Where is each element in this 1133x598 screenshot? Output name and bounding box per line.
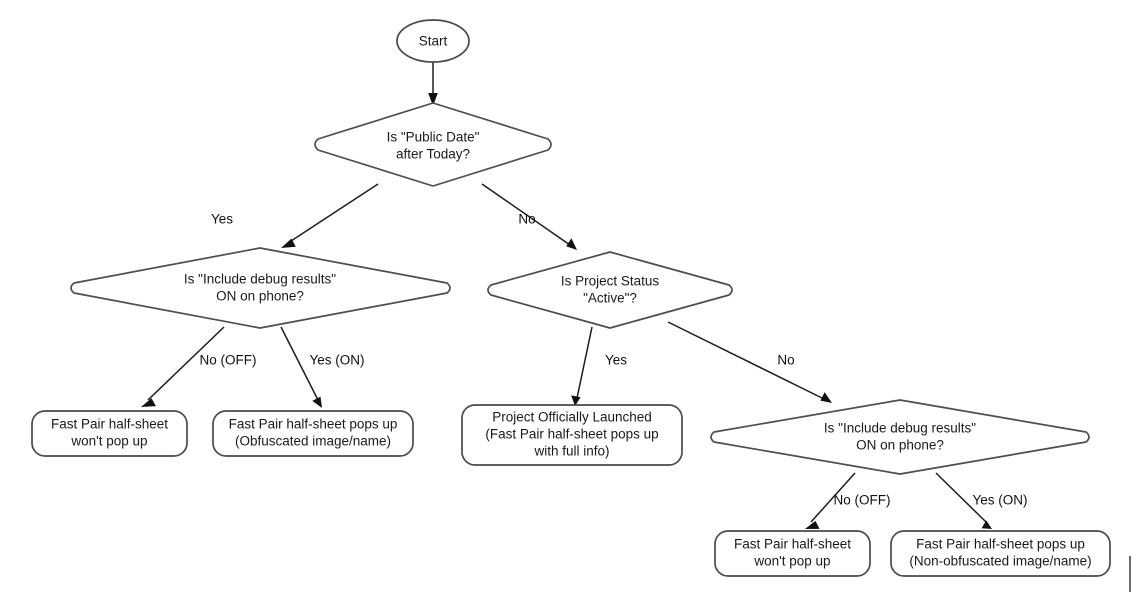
edge-label-no: No xyxy=(518,212,535,227)
edge-line xyxy=(280,326,319,401)
edges-layer: Yes No No (OFF) Yes (ON) xyxy=(141,62,1131,592)
node-terminal-launched[interactable]: Project Officially Launched (Fast Pair h… xyxy=(461,404,683,466)
arrowhead xyxy=(820,392,832,403)
terminal-left-yes-line2: (Obfuscated image/name) xyxy=(235,434,391,449)
arrowhead xyxy=(312,396,322,408)
edge-line xyxy=(667,321,825,400)
arrowhead xyxy=(428,93,438,106)
terminal-right-no-line1: Fast Pair half-sheet xyxy=(734,537,851,552)
decision-debug-left-line1: Is "Include debug results" xyxy=(184,272,336,287)
edge-label-yes-2: Yes xyxy=(605,353,627,368)
arrowhead xyxy=(281,238,296,248)
node-terminal-left-yes[interactable]: Fast Pair half-sheet pops up (Obfuscated… xyxy=(212,410,414,457)
edge-line xyxy=(935,472,987,523)
edge-line xyxy=(576,326,593,399)
node-start[interactable]: Start xyxy=(396,19,470,63)
decision-project-status-line1: Is Project Status xyxy=(561,274,660,289)
edge-label-no-off-2: No (OFF) xyxy=(834,493,891,508)
nodes-layer: Start Is "Public Date" after Today? Is "… xyxy=(31,19,1111,577)
edge-line xyxy=(287,183,379,244)
terminal-rect-right-no[interactable] xyxy=(714,530,871,577)
node-terminal-right-yes[interactable]: Fast Pair half-sheet pops up (Non-obfusc… xyxy=(890,530,1111,577)
terminal-rect-right-yes[interactable] xyxy=(890,530,1111,577)
start-ellipse[interactable] xyxy=(396,19,470,63)
decision-debug-right-line1: Is "Include debug results" xyxy=(824,421,976,436)
terminal-rect-left-no[interactable] xyxy=(31,410,188,457)
arrowhead xyxy=(571,395,581,406)
node-decision-debug-left[interactable]: Is "Include debug results" ON on phone? xyxy=(70,247,451,329)
decision-public-date-line2: after Today? xyxy=(396,147,470,162)
terminal-right-yes-line2: (Non-obfuscated image/name) xyxy=(909,554,1091,569)
decision-diamond-debug-right[interactable] xyxy=(710,399,1090,475)
decision-debug-right-line2: ON on phone? xyxy=(856,438,944,453)
terminal-rect-left-yes[interactable] xyxy=(212,410,414,457)
terminal-rect-launched[interactable] xyxy=(461,404,683,466)
edge-label-no-2: No xyxy=(777,353,794,368)
arrowhead xyxy=(141,398,156,407)
edge-line xyxy=(147,326,225,401)
edge-debug-left-yes-on: Yes (ON) xyxy=(280,326,365,408)
terminal-right-no-line2: won't pop up xyxy=(753,554,830,569)
edge-project-status-no: No xyxy=(667,321,832,403)
edge-debug-right-no-off: No (OFF) xyxy=(805,472,891,529)
arrowhead xyxy=(981,520,992,529)
decision-public-date-line1: Is "Public Date" xyxy=(387,130,480,145)
decision-diamond-public-date[interactable] xyxy=(314,102,552,187)
node-decision-debug-right[interactable]: Is "Include debug results" ON on phone? xyxy=(710,399,1090,475)
node-terminal-right-no[interactable]: Fast Pair half-sheet won't pop up xyxy=(714,530,871,577)
edge-debug-left-no-off: No (OFF) xyxy=(141,326,257,407)
terminal-left-yes-line1: Fast Pair half-sheet pops up xyxy=(229,417,398,432)
decision-debug-left-line2: ON on phone? xyxy=(216,289,304,304)
terminal-launched-line3: with full info) xyxy=(533,444,609,459)
decision-diamond-debug-left[interactable] xyxy=(70,247,451,329)
decision-project-status-line2: "Active"? xyxy=(583,291,637,306)
edge-label-yes: Yes xyxy=(211,212,233,227)
edge-project-status-yes: Yes xyxy=(571,326,627,406)
node-decision-project-status[interactable]: Is Project Status "Active"? xyxy=(487,251,733,329)
terminal-left-no-line1: Fast Pair half-sheet xyxy=(51,417,168,432)
edge-label-yes-on: Yes (ON) xyxy=(309,353,364,368)
decision-diamond-project-status[interactable] xyxy=(487,251,733,329)
terminal-launched-line2: (Fast Pair half-sheet pops up xyxy=(485,427,658,442)
node-terminal-left-no[interactable]: Fast Pair half-sheet won't pop up xyxy=(31,410,188,457)
arrowhead xyxy=(805,520,820,529)
edge-public-date-no: No xyxy=(481,183,577,250)
terminal-launched-line1: Project Officially Launched xyxy=(492,410,652,425)
edge-label-no-off: No (OFF) xyxy=(200,353,257,368)
node-decision-public-date[interactable]: Is "Public Date" after Today? xyxy=(314,102,552,187)
edge-line xyxy=(810,472,856,523)
edge-public-date-yes: Yes xyxy=(211,183,379,248)
terminal-right-yes-line1: Fast Pair half-sheet pops up xyxy=(916,537,1085,552)
edge-start-to-public-date xyxy=(428,62,438,106)
start-label: Start xyxy=(419,34,448,49)
terminal-left-no-line2: won't pop up xyxy=(70,434,147,449)
edge-debug-right-yes-on: Yes (ON) xyxy=(935,472,1028,529)
edge-label-yes-on-2: Yes (ON) xyxy=(972,493,1027,508)
arrowhead xyxy=(566,238,577,250)
edge-line xyxy=(481,183,571,246)
